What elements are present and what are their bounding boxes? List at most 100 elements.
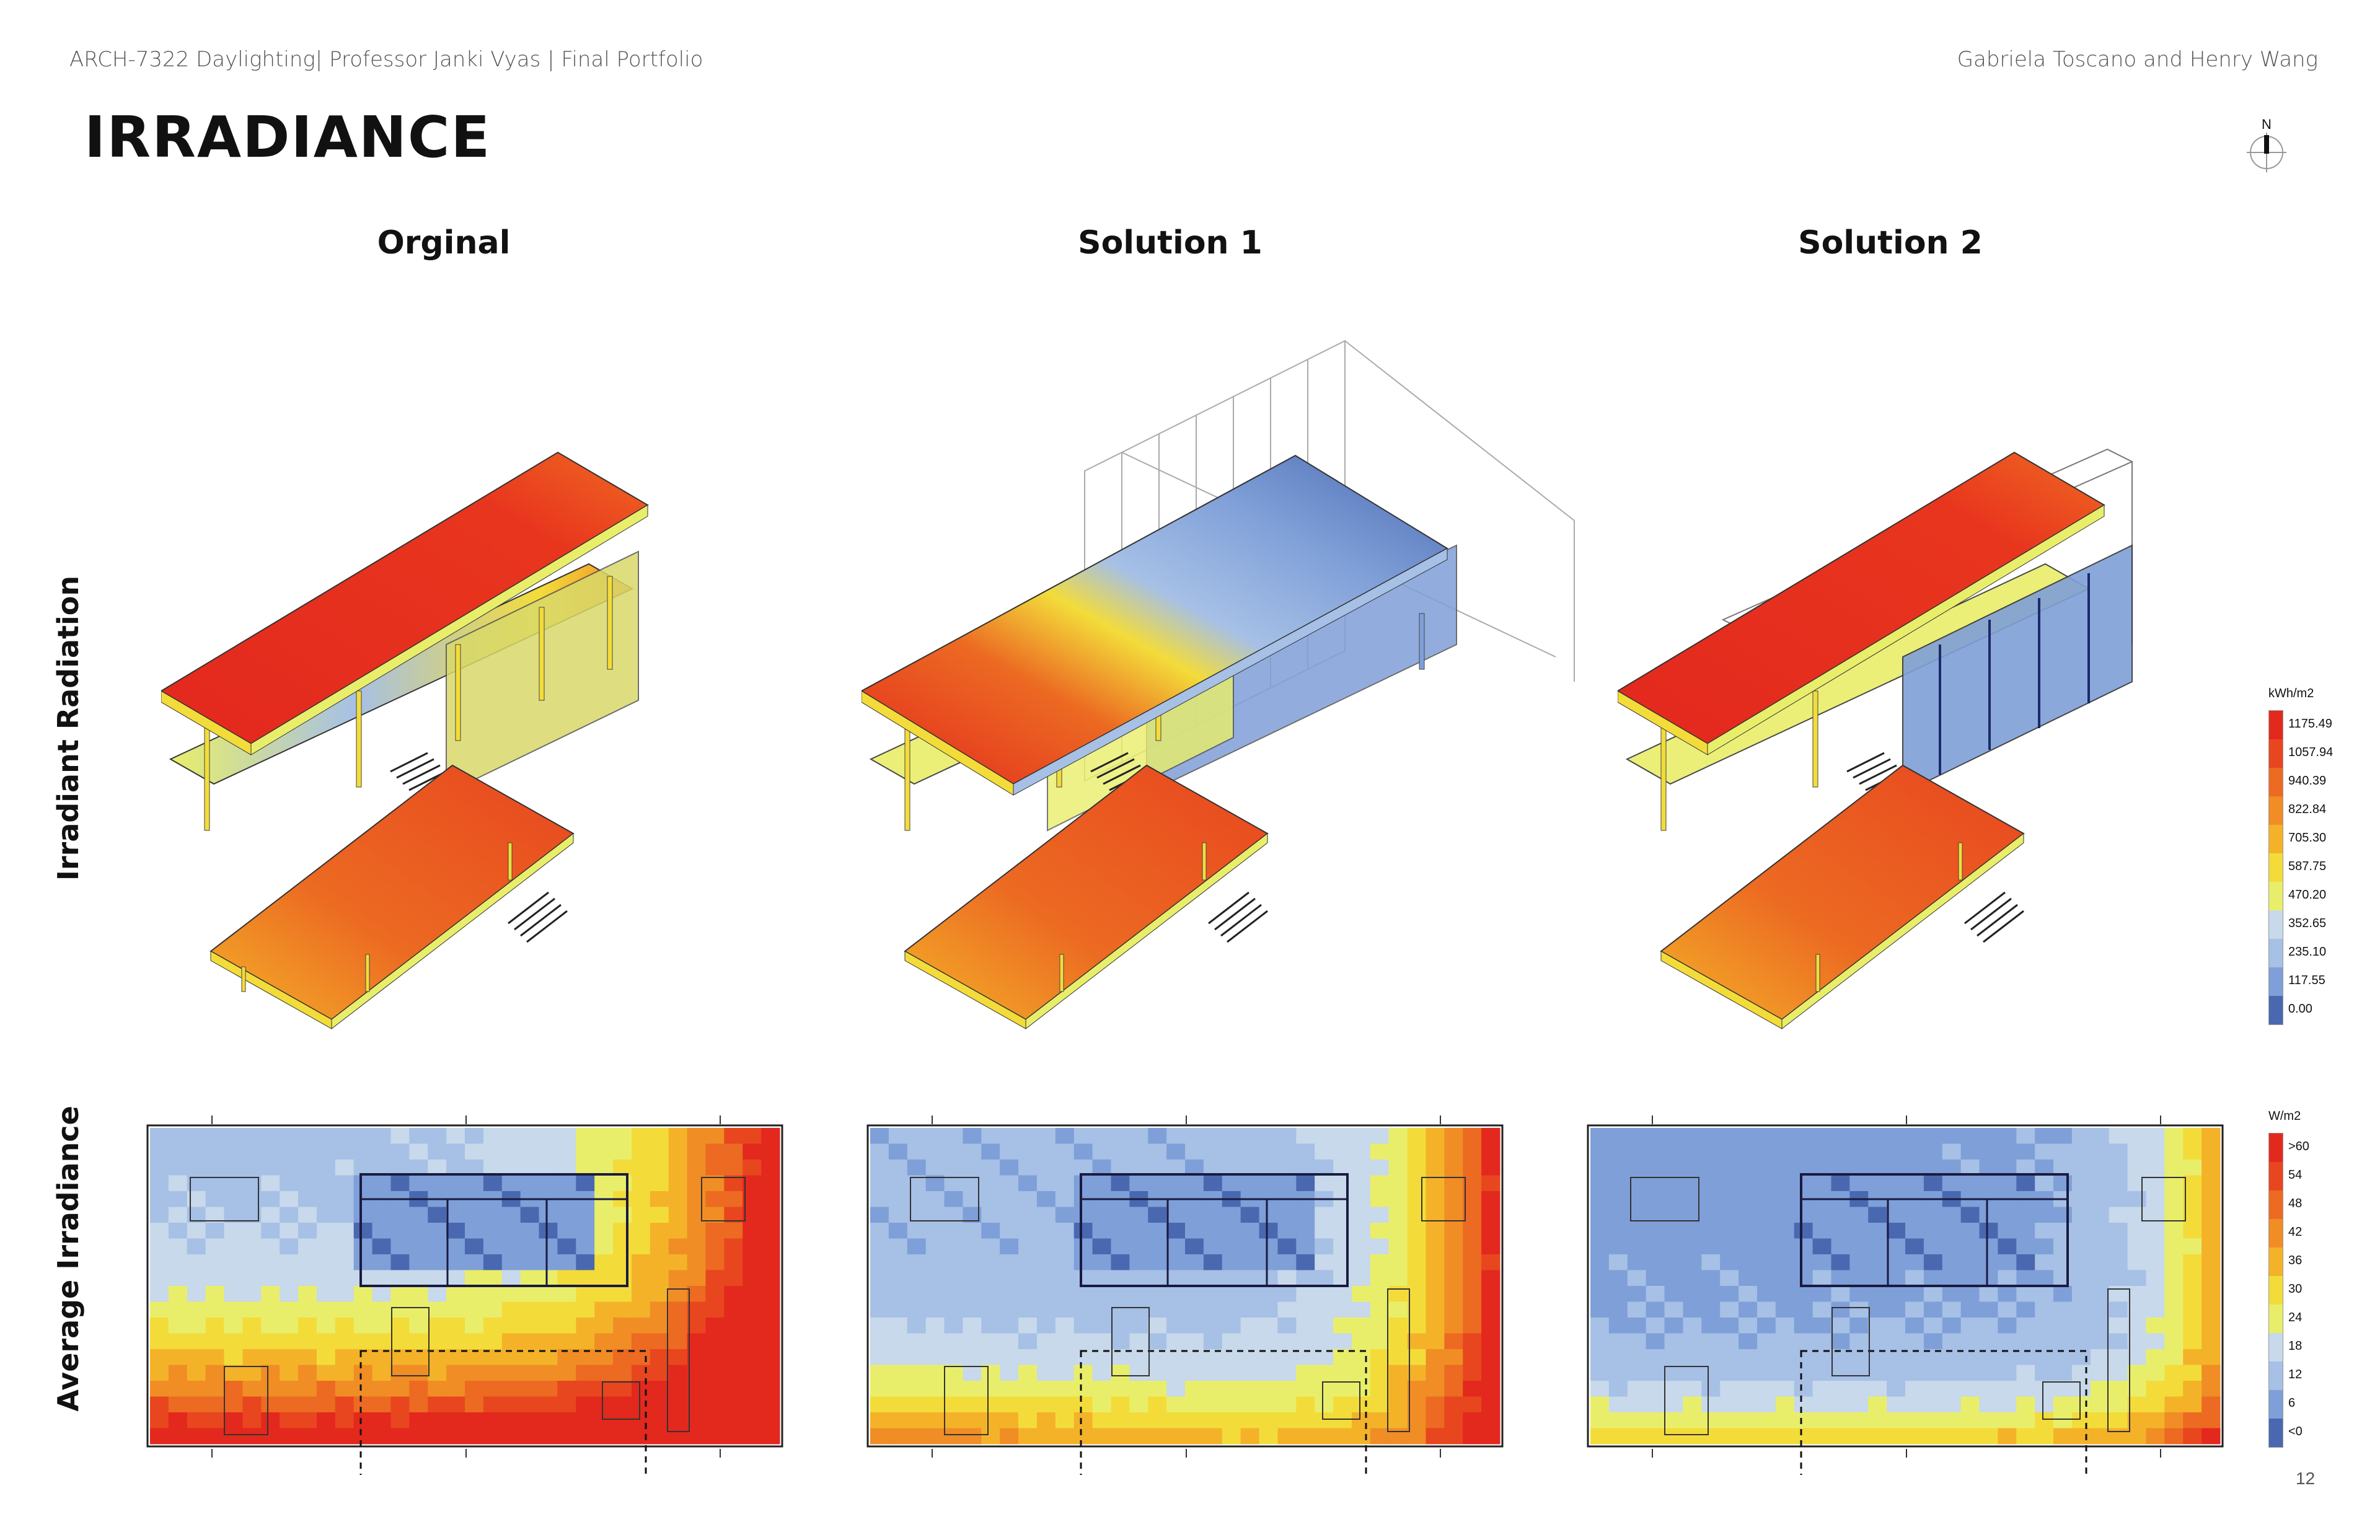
heatmap-cell [316,1428,336,1445]
heatmap-cell [501,1301,521,1318]
heatmap-cell [539,1428,558,1445]
heatmap-cell [1370,1301,1390,1318]
heatmap-cell [1185,1175,1204,1192]
heatmap-cell [1129,1175,1148,1192]
legend-irradiance-swatch [2269,1247,2283,1276]
heatmap-cell [409,1223,428,1239]
heatmap-cell [1463,1128,1482,1144]
heatmap-cell [483,1270,503,1287]
heatmap-cell [390,1238,410,1255]
heatmap-cell [372,1159,391,1176]
heatmap-cell [1240,1143,1260,1160]
heatmap-cell [2071,1428,2091,1445]
heatmap-cell [576,1175,595,1192]
heatmap-cell [870,1301,889,1318]
heatmap-cell [743,1301,762,1318]
heatmap-cell [446,1254,465,1270]
heatmap-cell [242,1223,262,1239]
heatmap-cell [428,1428,447,1445]
heatmap-cell [1998,1143,2017,1160]
heatmap-cell [981,1365,1000,1381]
legend-irradiance-tick-label: 36 [2288,1254,2303,1267]
heatmap-cell [1333,1128,1352,1144]
heatmap-cell [870,1365,889,1381]
heatmap-cell [1073,1143,1093,1160]
heatmap-cell [1148,1318,1167,1334]
heatmap-cell [761,1223,780,1239]
heatmap-cell [316,1128,336,1144]
heatmap-cell [2127,1191,2146,1207]
heatmap-cell [2183,1412,2202,1428]
heatmap-cell [1849,1238,1869,1255]
heatmap-cell [1775,1365,1795,1381]
heatmap-cell [1000,1428,1019,1445]
heatmap-cell [465,1286,484,1302]
heatmap-cell [1646,1428,1665,1445]
heatmap-cell [1277,1381,1297,1397]
heatmap-cell [1333,1238,1352,1255]
heatmap-cell [1463,1223,1482,1239]
heatmap-cell [1166,1238,1186,1255]
heatmap-cell [2035,1428,2054,1445]
heatmap-cell [1018,1128,1038,1144]
heatmap-cell [1222,1238,1241,1255]
heatmap-cell [1073,1396,1093,1413]
heatmap-cell [963,1318,982,1334]
heatmap-cell [1775,1159,1795,1176]
heatmap-cell [2071,1301,2091,1318]
heatmap-cell [539,1254,558,1270]
heatmap-cell [1627,1333,1647,1350]
heatmap-cell [963,1365,982,1381]
heatmap-cell [1720,1396,1739,1413]
heatmap-cell [1998,1412,2017,1428]
legend-radiation-swatch [2269,796,2283,825]
heatmap-cell [1831,1175,1850,1192]
heatmap-cell [150,1254,169,1270]
heatmap-cell [335,1428,355,1445]
heatmap-cell [668,1396,688,1413]
heatmap-cell [705,1238,725,1255]
heatmap-cell [390,1128,410,1144]
heatmap-cell [2053,1333,2073,1350]
heatmap-cell [2146,1128,2165,1144]
heatmap-cell [613,1396,632,1413]
heatmap-cell [242,1381,262,1397]
heatmap-cell [520,1128,540,1144]
heatmap-cell [372,1301,391,1318]
heatmap-cell [1240,1286,1260,1302]
heatmap-cell [205,1223,225,1239]
heatmap-cell [205,1128,225,1144]
heatmap-cell [446,1412,465,1428]
heatmap-cell [1185,1412,1204,1428]
heatmap-cell [1868,1175,1887,1192]
heatmap-cell [743,1223,762,1239]
heatmap-cell [335,1286,355,1302]
heatmap-cell [1111,1286,1130,1302]
heatmap-cell [335,1159,355,1176]
heatmap-cell [2071,1128,2091,1144]
heatmap-cell [409,1270,428,1287]
heatmap-cell [187,1254,206,1270]
heatmap-cell [2183,1254,2202,1270]
heatmap-cell [150,1270,169,1287]
heatmap-cell [1315,1412,1334,1428]
heatmap-cell [557,1159,576,1176]
heatmap-cell [2146,1270,2165,1287]
heatmap-cell [1000,1412,1019,1428]
heatmap-cell [981,1143,1000,1160]
heatmap-cell [2016,1381,2035,1397]
heatmap-cell [1277,1286,1297,1302]
heatmap-cell [2016,1238,2035,1255]
heatmap-cell [1222,1223,1241,1239]
heatmap-cell [594,1333,614,1350]
heatmap-cell [705,1128,725,1144]
heatmap-cell [1111,1318,1130,1334]
heatmap-cell [1590,1318,1610,1334]
heatmap-cell [1905,1365,1924,1381]
heatmap-cell [2090,1396,2110,1413]
heatmap-cell [1129,1254,1148,1270]
legend-radiation-tick-label: 235.10 [2288,945,2327,959]
heatmap-cell [2202,1301,2221,1318]
heatmap-cell [1370,1381,1390,1397]
heatmap-cell [298,1349,317,1365]
